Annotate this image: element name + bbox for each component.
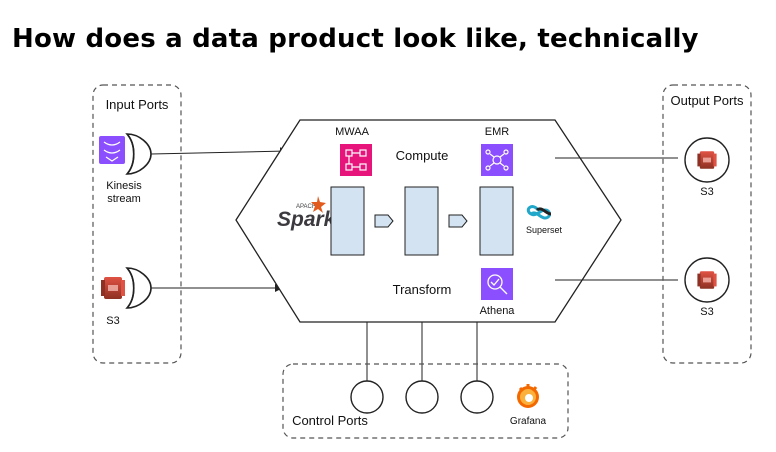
emr-label: EMR bbox=[485, 126, 510, 138]
compute-label: Compute bbox=[396, 148, 449, 163]
superset-label: Superset bbox=[526, 225, 563, 235]
input-ports-group: Input Ports Kinesis stream S3 bbox=[92, 84, 182, 364]
output-ports-group: Output Ports S3 S3 bbox=[662, 84, 752, 364]
athena-label: Athena bbox=[480, 305, 516, 317]
superset-logo: Superset bbox=[526, 205, 563, 235]
s3-icon bbox=[101, 277, 125, 299]
control-port-1[interactable] bbox=[350, 380, 384, 414]
output-ports-border bbox=[662, 84, 752, 364]
s3-output-label-1: S3 bbox=[700, 186, 713, 198]
s3-output-label-2: S3 bbox=[700, 306, 713, 318]
s3-icon bbox=[697, 271, 717, 289]
kinesis-label-line2: stream bbox=[107, 193, 141, 205]
kinesis-label-line1: Kinesis bbox=[106, 180, 142, 192]
control-port-3[interactable] bbox=[460, 380, 494, 414]
flow-arrow-1 bbox=[374, 214, 394, 228]
s3-output-port-1[interactable]: S3 bbox=[684, 137, 730, 198]
s3-input-port[interactable]: S3 bbox=[101, 267, 152, 327]
flow-arrow-2 bbox=[448, 214, 468, 228]
output-ports-label: Output Ports bbox=[671, 93, 744, 108]
emr-icon bbox=[481, 144, 513, 176]
spark-sub-label: APACHE bbox=[296, 204, 320, 210]
process-block-1 bbox=[330, 186, 365, 256]
input-ports-border bbox=[92, 84, 182, 364]
grafana-logo: Grafana bbox=[510, 384, 547, 427]
spark-star-icon bbox=[311, 196, 326, 213]
input-ports-label: Input Ports bbox=[106, 97, 169, 112]
kinesis-arrow bbox=[150, 147, 288, 156]
mwaa-label: MWAA bbox=[335, 126, 369, 138]
mwaa-icon bbox=[340, 144, 372, 176]
kinesis-port[interactable]: Kinesis stream bbox=[99, 133, 152, 205]
transform-label: Transform bbox=[393, 282, 452, 297]
grafana-icon bbox=[517, 384, 539, 408]
control-ports-border bbox=[282, 363, 569, 439]
process-block-3 bbox=[479, 186, 514, 256]
s3-output-port-2[interactable]: S3 bbox=[684, 257, 730, 318]
control-ports-group: Control Ports Grafana bbox=[282, 363, 569, 439]
spark-label: Spark bbox=[277, 208, 337, 231]
s3-icon bbox=[697, 151, 717, 169]
grafana-label: Grafana bbox=[510, 416, 547, 427]
control-port-2[interactable] bbox=[405, 380, 439, 414]
data-product-core: MWAA Compute EMR APACHE Spark bbox=[235, 119, 622, 323]
s3-input-label: S3 bbox=[106, 315, 119, 327]
control-ports-label: Control Ports bbox=[292, 413, 368, 428]
athena-icon bbox=[481, 268, 513, 300]
process-block-2 bbox=[404, 186, 439, 256]
kinesis-icon bbox=[99, 136, 125, 164]
page-title: How does a data product look like, techn… bbox=[12, 24, 699, 54]
spark-logo: APACHE Spark bbox=[277, 196, 337, 231]
